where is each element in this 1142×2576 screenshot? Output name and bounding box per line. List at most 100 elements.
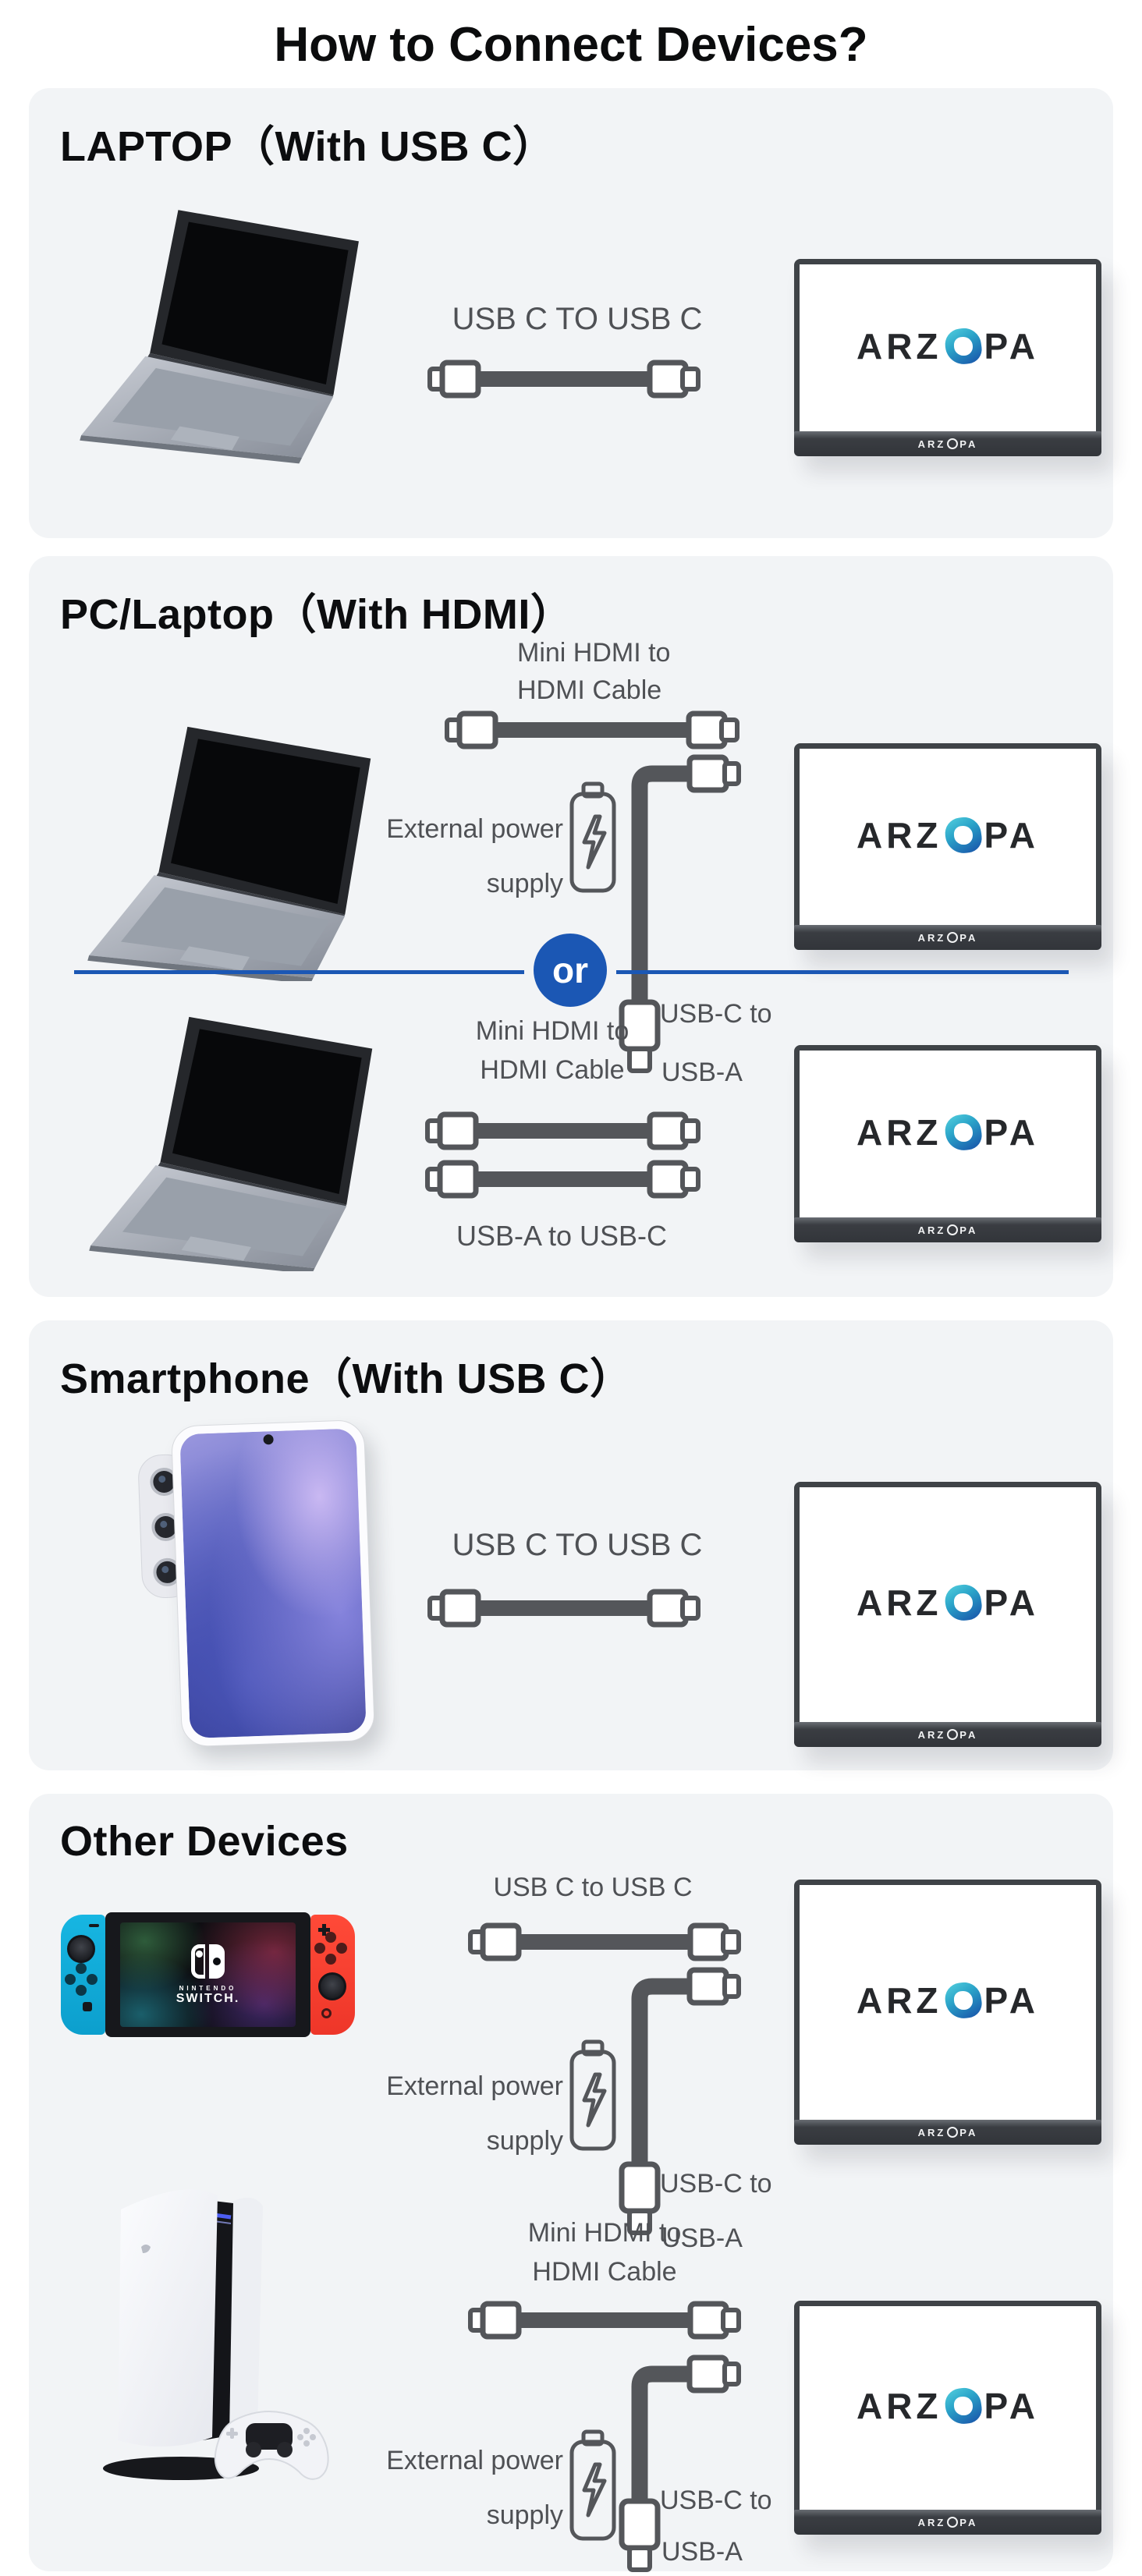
usb-c-to-usb-a-cable-icon xyxy=(619,754,741,1073)
adapter-label-usbc: USB-C to xyxy=(660,999,772,1029)
switch-screen-body: NINTENDO SWITCH. xyxy=(105,1912,310,2037)
dpad-up-icon xyxy=(76,1963,87,1974)
arzopa-ring-icon xyxy=(947,438,959,449)
section-heading: Smartphone（With USB C） xyxy=(60,1355,633,1402)
arzopa-ring-icon xyxy=(947,932,959,943)
ps5-image xyxy=(103,2189,329,2480)
usb-c-cable-icon xyxy=(427,1589,700,1628)
dpad-right-icon xyxy=(87,1974,98,1985)
adapter-label-usbc: USB-C to xyxy=(660,2486,772,2515)
phone-body xyxy=(170,1419,376,1748)
arzopa-logo-o-icon xyxy=(942,1980,984,2021)
a-button-icon xyxy=(336,1943,347,1954)
minus-button-icon xyxy=(89,1924,99,1927)
logo-text-left: ARZ xyxy=(856,325,942,367)
laptop-image xyxy=(80,210,359,464)
analog-stick-icon xyxy=(318,1972,346,2000)
external-power-label: External power supply xyxy=(386,2071,563,2156)
usb-a-cable-icon xyxy=(425,1160,700,1199)
battery-icon xyxy=(569,2429,616,2541)
arzopa-ring-icon xyxy=(947,2517,959,2528)
divider-line-right xyxy=(616,970,1069,974)
usb-c-to-usb-a-cable-icon xyxy=(619,1967,741,2235)
nintendo-switch-image: NINTENDO SWITCH. xyxy=(61,1912,355,2037)
adapter-label-usbc: USB-C to xyxy=(660,2169,772,2199)
section-pc-laptop-hdmi: PC/Laptop（With HDMI） Mini HDMI to HDMI C… xyxy=(29,556,1113,1297)
arzopa-logo-o-icon xyxy=(942,2386,984,2426)
adapter-label-usba: USB-A xyxy=(661,2223,743,2253)
arzopa-ring-icon xyxy=(947,1224,959,1235)
analog-stick-icon xyxy=(67,1935,95,1963)
battery-icon xyxy=(569,2039,616,2151)
plus-button-icon xyxy=(318,1924,330,1936)
cable-label: Mini HDMI to HDMI Cable xyxy=(517,638,671,705)
arzopa-logo-o-icon xyxy=(942,1582,984,1623)
switch-brand-line2: SWITCH. xyxy=(176,1991,240,2005)
b-button-icon xyxy=(325,1954,336,1965)
phone-screen xyxy=(179,1428,367,1739)
section-heading: PC/Laptop（With HDMI） xyxy=(60,591,573,638)
dpad-down-icon xyxy=(76,1985,87,1996)
switch-logo-icon xyxy=(191,1944,225,1979)
section-laptop-usbc: LAPTOP（With USB C） USB C TO USB C ARZ PA xyxy=(29,88,1113,538)
adapter-label-usba: USB-A xyxy=(661,2537,743,2567)
cable-label: USB C to USB C xyxy=(493,1873,693,1902)
switch-brand-line1: NINTENDO xyxy=(179,1984,237,1992)
external-power-label: External power supply xyxy=(386,2446,563,2530)
x-button-icon xyxy=(325,1932,336,1943)
battery-icon xyxy=(569,781,616,893)
adapter-label-usba: USB-A xyxy=(661,1058,743,1087)
capture-button-icon xyxy=(83,2002,92,2011)
arzopa-logo-o-icon xyxy=(942,814,984,856)
external-power-label: External power supply xyxy=(386,814,563,898)
mini-hdmi-cable-icon xyxy=(445,710,739,749)
adapter-label: USB-A to USB-C xyxy=(456,1220,668,1252)
joycon-right xyxy=(310,1915,355,2035)
arzopa-ring-icon xyxy=(947,2127,959,2138)
arzopa-logo: ARZ PA xyxy=(856,325,1039,367)
arzopa-ring-icon xyxy=(947,1729,959,1740)
section-heading: Other Devices xyxy=(60,1818,349,1865)
section-heading: LAPTOP（With USB C） xyxy=(60,123,555,170)
joycon-left xyxy=(61,1915,105,2035)
cable-label: Mini HDMI to HDMI Cable xyxy=(527,2218,682,2287)
cable-label: Mini HDMI to HDMI Cable xyxy=(475,1016,630,1085)
logo-text-right: PA xyxy=(984,325,1040,367)
section-other-devices: Other Devices NINTENDO SWITCH. xyxy=(29,1794,1113,2572)
cable-label: USB C TO USB C xyxy=(452,302,703,336)
smartphone-image xyxy=(137,1419,376,1748)
dpad-left-icon xyxy=(65,1974,76,1985)
laptop-image xyxy=(89,1016,373,1271)
cable-label: USB C TO USB C xyxy=(452,1528,703,1562)
y-button-icon xyxy=(314,1943,325,1954)
home-button-icon xyxy=(321,2008,332,2018)
dualsense-controller xyxy=(214,2411,329,2480)
